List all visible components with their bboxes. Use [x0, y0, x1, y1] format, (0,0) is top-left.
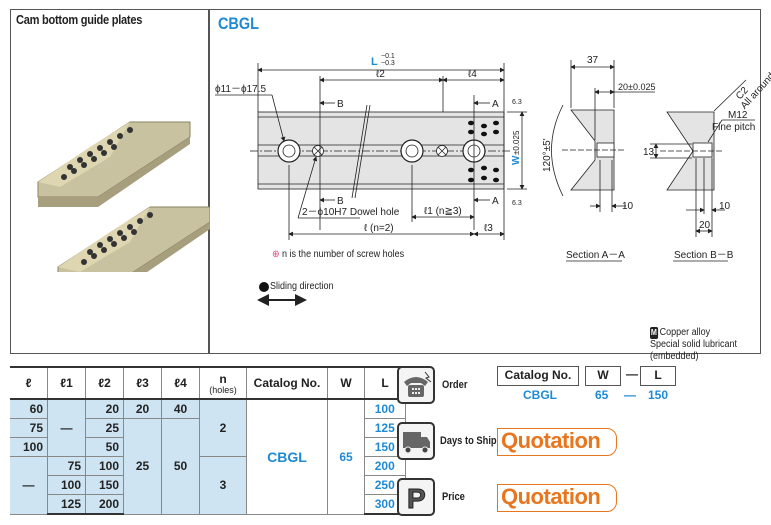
- dim-hole: ϕ11－ϕ17.5: [215, 84, 266, 95]
- svg-text:20: 20: [699, 220, 711, 231]
- spec-table: ℓ ℓ1 ℓ2 ℓ3 ℓ4 n(holes) Catalog No. W L 6…: [10, 366, 406, 515]
- dim-L: L: [371, 56, 378, 68]
- dim-l2: ℓ2: [376, 69, 385, 80]
- section-aa-shape: [570, 109, 615, 191]
- svg-text:−0.3: −0.3: [381, 60, 395, 67]
- table-row: 100 150 250: [10, 475, 406, 495]
- svg-text:6.3: 6.3: [512, 200, 522, 207]
- svg-text:A: A: [492, 99, 499, 110]
- section-bb-title: Section B－B: [674, 250, 734, 261]
- svg-text:6.3: 6.3: [512, 99, 522, 106]
- catalog-no-box: Catalog No.: [497, 366, 579, 386]
- catalog-cell: CBGL: [246, 398, 328, 515]
- truck-icon: [397, 422, 435, 460]
- dim-W: W: [511, 155, 522, 165]
- dim-l-n2: ℓ (n=2): [364, 223, 394, 234]
- product-photo: [37, 121, 210, 272]
- length-option[interactable]: 250: [364, 475, 406, 495]
- order-dash-value: —: [624, 388, 636, 402]
- series-code: CBGL: [218, 14, 259, 33]
- dim-thread: M12: [728, 110, 748, 121]
- dim-dowel: 2－ϕ10H7 Dowel hole: [302, 207, 400, 218]
- dim-l4: ℓ4: [468, 69, 477, 80]
- w-box: W: [585, 366, 621, 386]
- table-row: 75 25 25 50 125: [10, 418, 406, 515]
- l-box: L: [640, 366, 676, 386]
- product-title: Cam bottom guide plates: [16, 12, 143, 27]
- days-to-ship-quotation[interactable]: Quotation: [497, 428, 617, 456]
- price-label: Price: [442, 491, 465, 503]
- svg-text:A: A: [492, 196, 499, 207]
- price-icon: P: [397, 478, 435, 516]
- note-icon: ⊕: [272, 249, 280, 260]
- table-header: ℓ ℓ1 ℓ2 ℓ3 ℓ4 n(holes) Catalog No. W L: [10, 366, 405, 400]
- table-row: 60 — 20 20 40 2 CBGL 65 100: [10, 398, 406, 515]
- screw-note: ⊕ n is the number of screw holes: [272, 249, 405, 260]
- svg-text:−0.1: −0.1: [381, 53, 395, 60]
- order-w-value: 65: [595, 388, 609, 402]
- sliding-dot-icon: [259, 282, 269, 292]
- order-label: Order: [442, 379, 468, 391]
- plate-image-bottom: [57, 206, 210, 272]
- section-aa-title: Section A－A: [566, 250, 625, 261]
- phone-icon: [397, 366, 435, 404]
- svg-text:10: 10: [719, 201, 731, 212]
- length-option[interactable]: 100: [364, 398, 406, 419]
- dim-37: 37: [587, 55, 599, 66]
- svg-text:13: 13: [643, 147, 655, 158]
- table-row: 100 50 150: [10, 437, 406, 457]
- order-l-value: 150: [648, 388, 669, 402]
- dim-l1: ℓ1 (n≧3): [424, 206, 462, 217]
- table-row: — 75 100 3 200: [10, 456, 406, 515]
- order-dash: —: [626, 367, 638, 381]
- dim-l3: ℓ3: [484, 223, 493, 234]
- length-option[interactable]: 300: [364, 494, 406, 515]
- length-option[interactable]: 200: [364, 456, 406, 476]
- length-option[interactable]: 125: [364, 418, 406, 438]
- dim-20-tol: 20±0.025: [618, 82, 655, 92]
- lubricant-dots: [468, 120, 499, 183]
- length-option[interactable]: 150: [364, 437, 406, 457]
- svg-text:B: B: [337, 99, 344, 110]
- section-bb-shape: [666, 111, 715, 191]
- table-row: 125 200 300: [10, 494, 406, 515]
- price-quotation[interactable]: Quotation: [497, 484, 617, 512]
- dim-angle: 120°±5': [542, 138, 553, 172]
- frame-divider: [208, 9, 210, 354]
- svg-text:10: 10: [622, 201, 634, 212]
- svg-text:±0.025: ±0.025: [512, 130, 521, 155]
- plate-image-top: [37, 121, 191, 207]
- sliding-note: Sliding direction: [270, 281, 334, 292]
- svg-text:B: B: [337, 196, 344, 207]
- technical-drawing: L −0.1 −0.3 ℓ2 ℓ4 ϕ11－ϕ17.5 B A B A 2－ϕ1…: [215, 53, 771, 306]
- svg-text:P: P: [407, 483, 426, 514]
- days-to-ship-label: Days to Ship: [440, 435, 497, 447]
- svg-text:Fine pitch: Fine pitch: [712, 122, 755, 133]
- order-catalog-value: CBGL: [523, 388, 557, 402]
- product-frame: [10, 9, 761, 354]
- material-badge: M: [650, 327, 658, 339]
